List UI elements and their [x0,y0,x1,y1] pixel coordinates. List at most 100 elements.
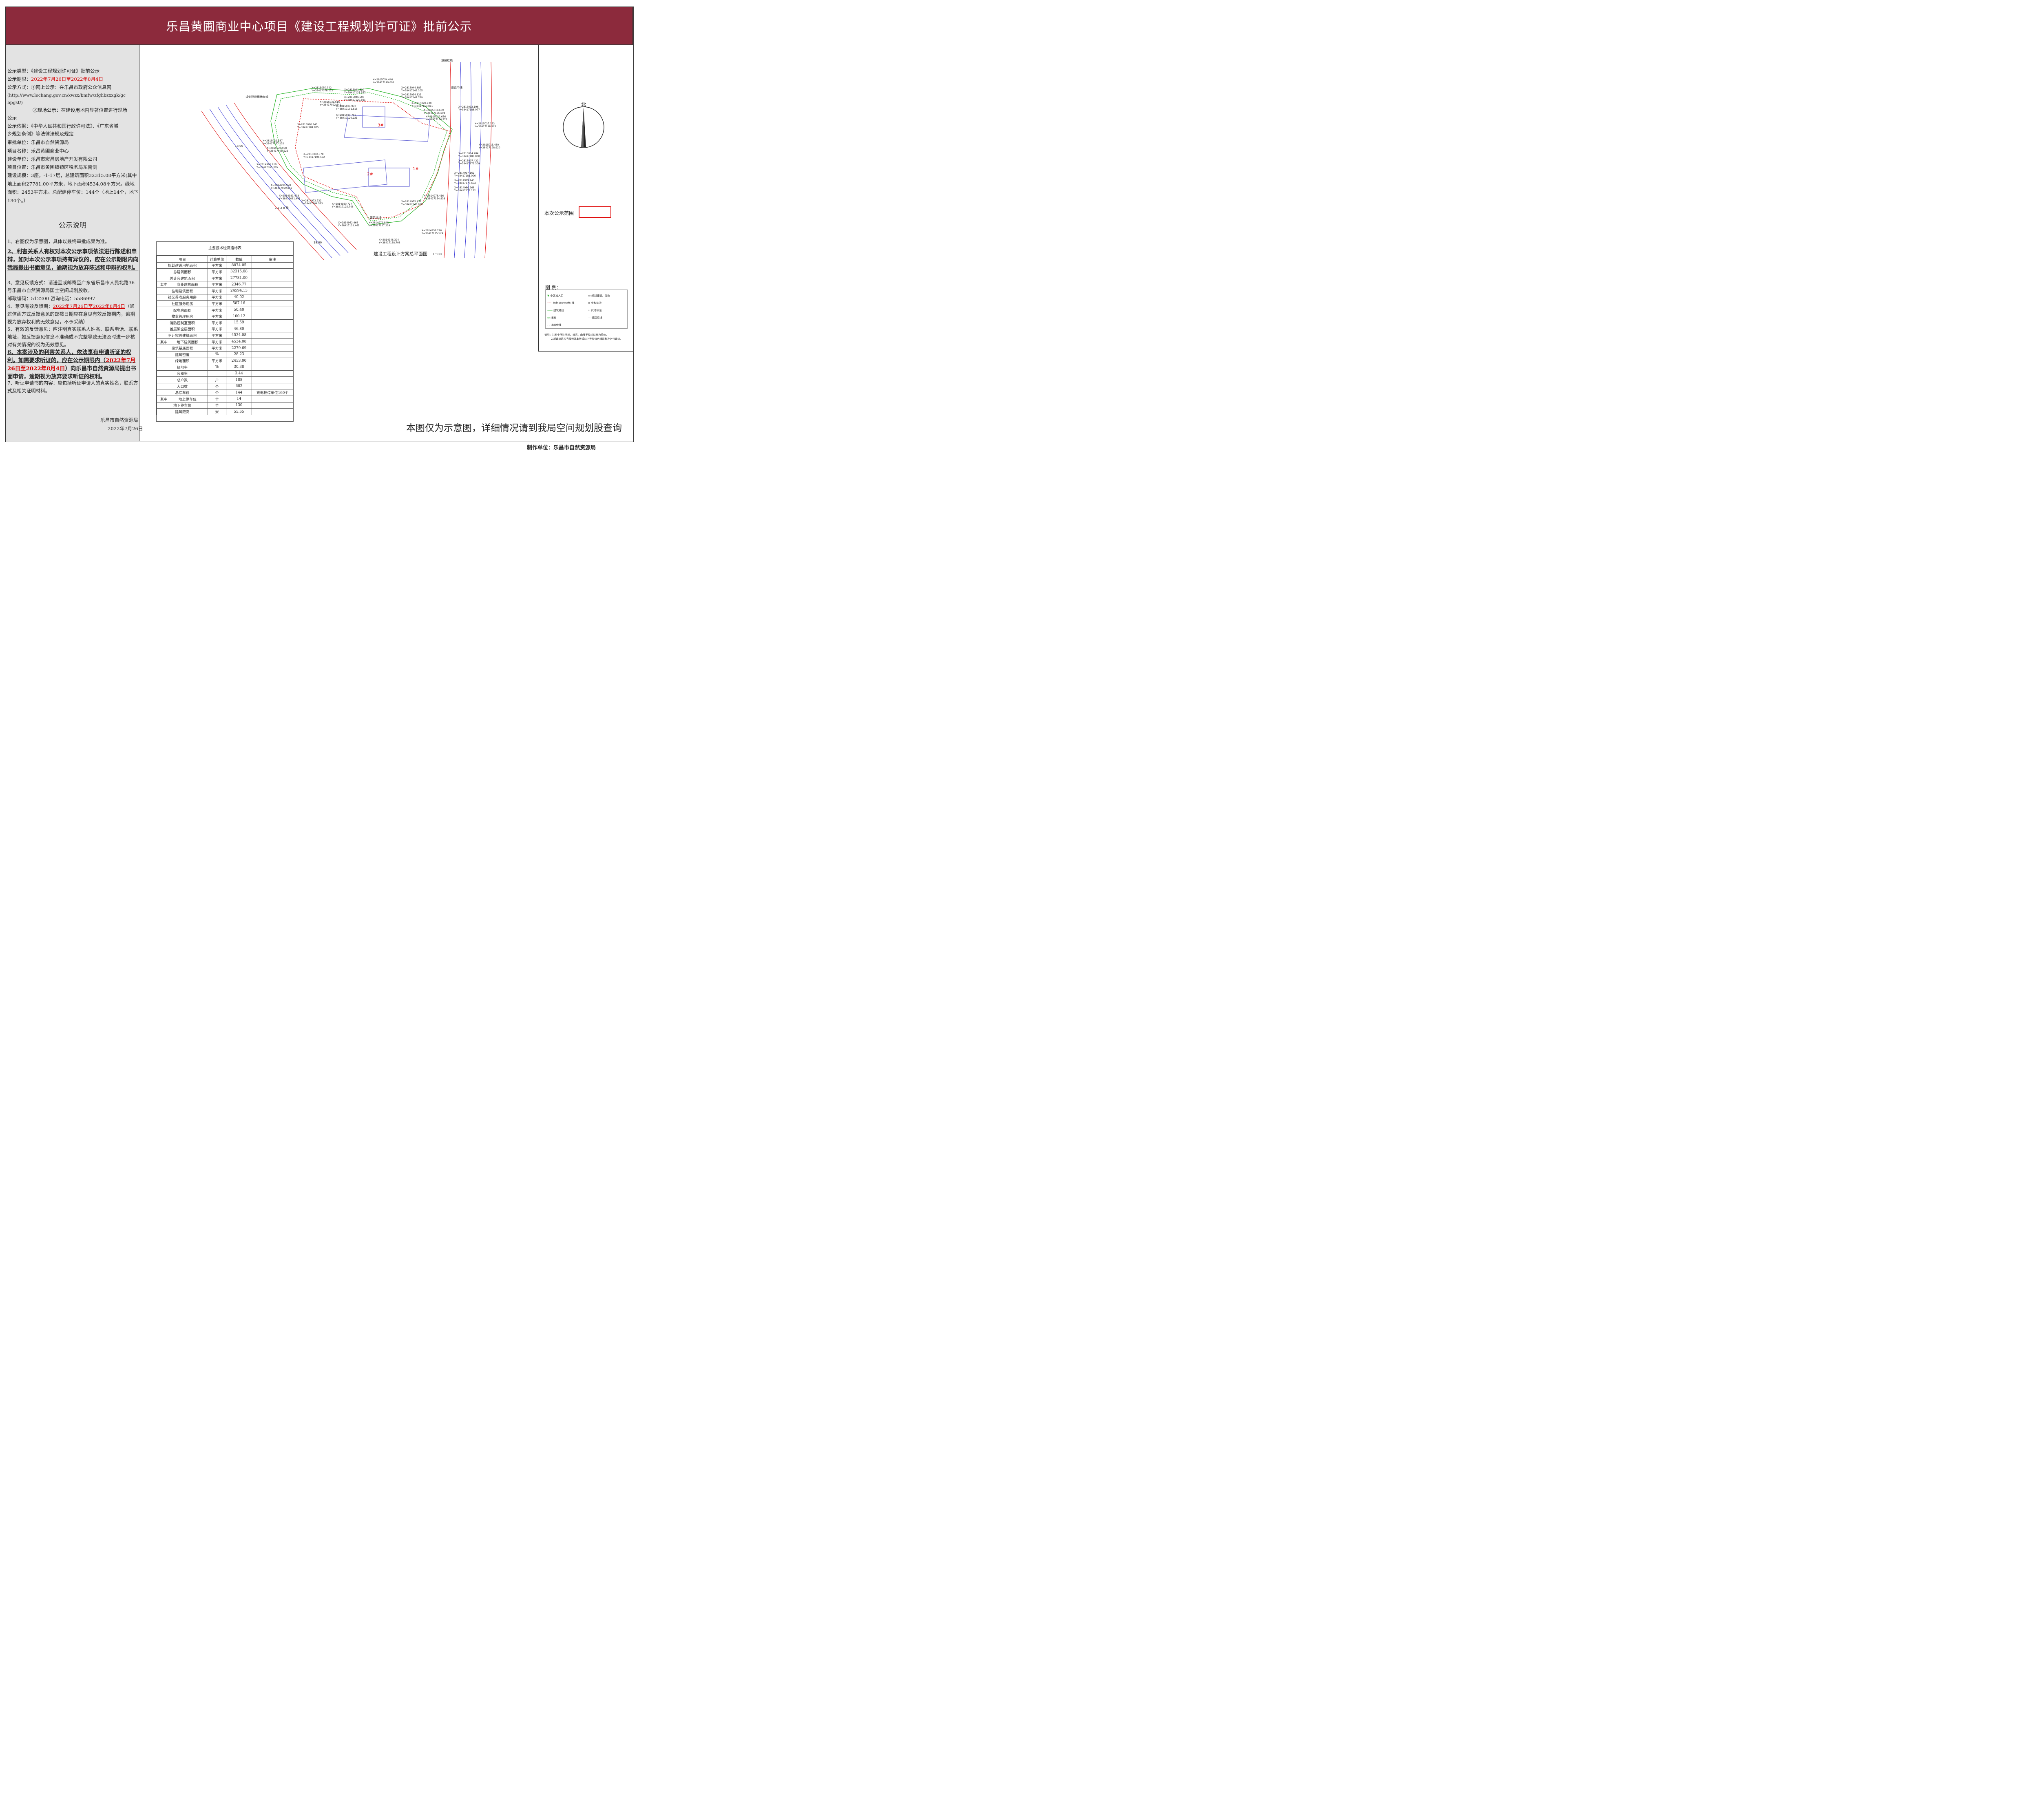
table-cell-unit: 个 [208,396,226,402]
coordinate-label: X=2815032.196 [458,106,478,108]
table-cell-unit: 平方米 [208,338,226,345]
land-boundary [270,88,453,226]
coordinate-label: Y=38417127.557 [344,91,366,94]
coordinate-label: X=2814971.848 [369,221,389,224]
coordinate-label: X=2814975.437 [401,200,421,203]
table-cell-unit: 平方米 [208,357,226,365]
building-3-label: 3# [378,123,384,128]
coordinate-label: Y=38417198.920 [478,146,500,149]
table-cell-note [252,262,293,269]
table-cell-value: 100.12 [226,313,252,320]
table-cell-note [252,274,293,282]
legend-item-coordinate: ≡ 坐标标注 [588,301,602,305]
note-2: 2、利害关系人有权对本次公示事项依法进行陈述和申辩，如对本次公示事项持有异议的，… [7,248,139,271]
table-cell-unit: 平方米 [208,281,226,288]
table-cell-value: 55.65 [226,408,252,415]
coordinate-label: X=2815034.823 [401,93,421,96]
coordinate-label: Y=38417166.575 [425,118,447,121]
table-cell-item: 总计容建筑面积 [157,274,208,282]
coordinate-label: X=2815054.446 [373,78,393,81]
coordinate-label: Y=38417079.859 [270,187,292,190]
note-3: 3、意见反馈方式：请送至或邮寄至广东省乐昌市人民北路36号乐昌市自然资源局国土空… [7,280,135,293]
notice-builder: 建设单位：乐昌市宏昌房地产开发有限公司 [7,156,97,162]
table-cell-item: 不计容总建筑面积 [157,332,208,339]
econ-table-header-row: 项目 计算单位 数值 备注 [157,256,293,263]
table-cell-item: 地下停车位 [157,402,208,409]
table-cell-value: 46.80 [226,325,252,333]
coordinate-label: Y=38417185.579 [421,232,443,235]
table-cell-unit: 平方米 [208,325,226,333]
notice-basis-1: 公示依据：《中华人民共和国行政许可法》、《广东省城 [7,123,119,129]
coordinate-label: Y=38417101.618 [336,108,358,111]
table-cell-value: 587.16 [226,300,252,307]
coordinate-label: Y=38417188.977 [458,108,480,111]
note-4: 4、意见有效反馈期：2022年7月26日至2022年8月4日（通过信函方式反馈意… [7,303,135,325]
legend-item-entrance: ▼ 小区出入口 [547,294,564,297]
table-cell-note [252,281,293,288]
table-cell-note [252,306,293,314]
coordinate-label: X=2814989.145 [454,179,474,182]
building-2-label: 2# [367,172,373,177]
notice-location: 项目位置：乐昌市黄圃镇镇区税务局东南侧 [7,164,97,170]
table-cell-item: 总停车位 [157,389,208,396]
table-cell-item: 社区服务用房 [157,300,208,307]
coordinate-label: X=2815028.930 [411,102,431,105]
table-cell-item: 消防控制室面积 [157,319,208,326]
coordinate-label: Y=38417149.692 [372,81,394,84]
coordinate-label: X=2815010.578 [303,153,323,156]
table-cell-unit: 平方米 [208,332,226,339]
north-arrow-icon [563,106,604,148]
drawing-title: 建设工程设计方案总平面图 [374,251,427,257]
econ-header-value: 数值 [226,256,252,263]
coordinate-label: Y=38417127.214 [368,224,390,227]
table-group-label: 其中 [160,283,168,287]
table-cell-value: 30.38 [226,364,252,371]
table-cell-value: 28.23 [226,351,252,358]
coordinate-label: Y=38417125.746 [332,206,354,208]
table-cell-note [252,287,293,294]
coordinate-label: X=2814976.416 [424,195,444,197]
table-cell-value: 3.44 [226,370,252,377]
drawing-scale: 1:500 [432,252,442,256]
building-1-label: 1# [413,167,419,171]
table-cell-item: 建筑基底面积 [157,345,208,352]
coordinate-label: Y=38417153.811 [411,105,433,108]
table-cell-value: 27781.00 [226,274,252,282]
legend-panel: 北 本次公示范围 图 例： ▼ 小区出入口 ······ 规划建设用地红线 ——… [538,45,633,352]
table-cell-note [252,338,293,345]
buildings [303,106,430,193]
signature-org: 乐昌市自然资源局 [100,417,138,423]
legend-item-building-line: —— 建筑红线 [547,309,564,312]
label-planned-line: 规划建设用地红线 [245,95,268,99]
notice-method-url[interactable]: (http://www.lechang.gov.cn/xwzx/bmfw/zfg… [7,93,126,98]
coordinate-label: X=2815020.058 [267,147,287,150]
coordinate-label: X=2814958.726 [422,229,442,232]
coordinate-label: Y=38417075.526 [266,150,288,153]
notice-basis-2: 乡规划条例》等法律法规及规定 [7,131,74,137]
table-cell-note [252,325,293,333]
table-cell-note [252,357,293,365]
coordinate-label: Y=38417179.309 [458,162,480,165]
coordinate-label: Y=38417104.875 [297,126,319,129]
table-cell-value: 2279.69 [226,345,252,352]
table-cell-item: 首层架空层面积 [157,325,208,333]
legend-item-green: ▭ 绿地 [547,316,556,319]
label-road-red: 道路红线 [441,58,453,62]
table-cell-item-text: 商业建筑面积 [177,283,199,287]
table-cell-value: 40.02 [226,294,252,301]
table-cell-unit: 个 [208,383,226,390]
table-cell-value: 24594.13 [226,287,252,294]
notice-approver: 审批单位：乐昌市自然资源局 [7,139,69,145]
coordinate-label: Y=38417186.830 [458,155,480,158]
table-cell-item: 社区养老服务用房 [157,294,208,301]
coordinate-label: X=2815015.480 [479,144,499,146]
